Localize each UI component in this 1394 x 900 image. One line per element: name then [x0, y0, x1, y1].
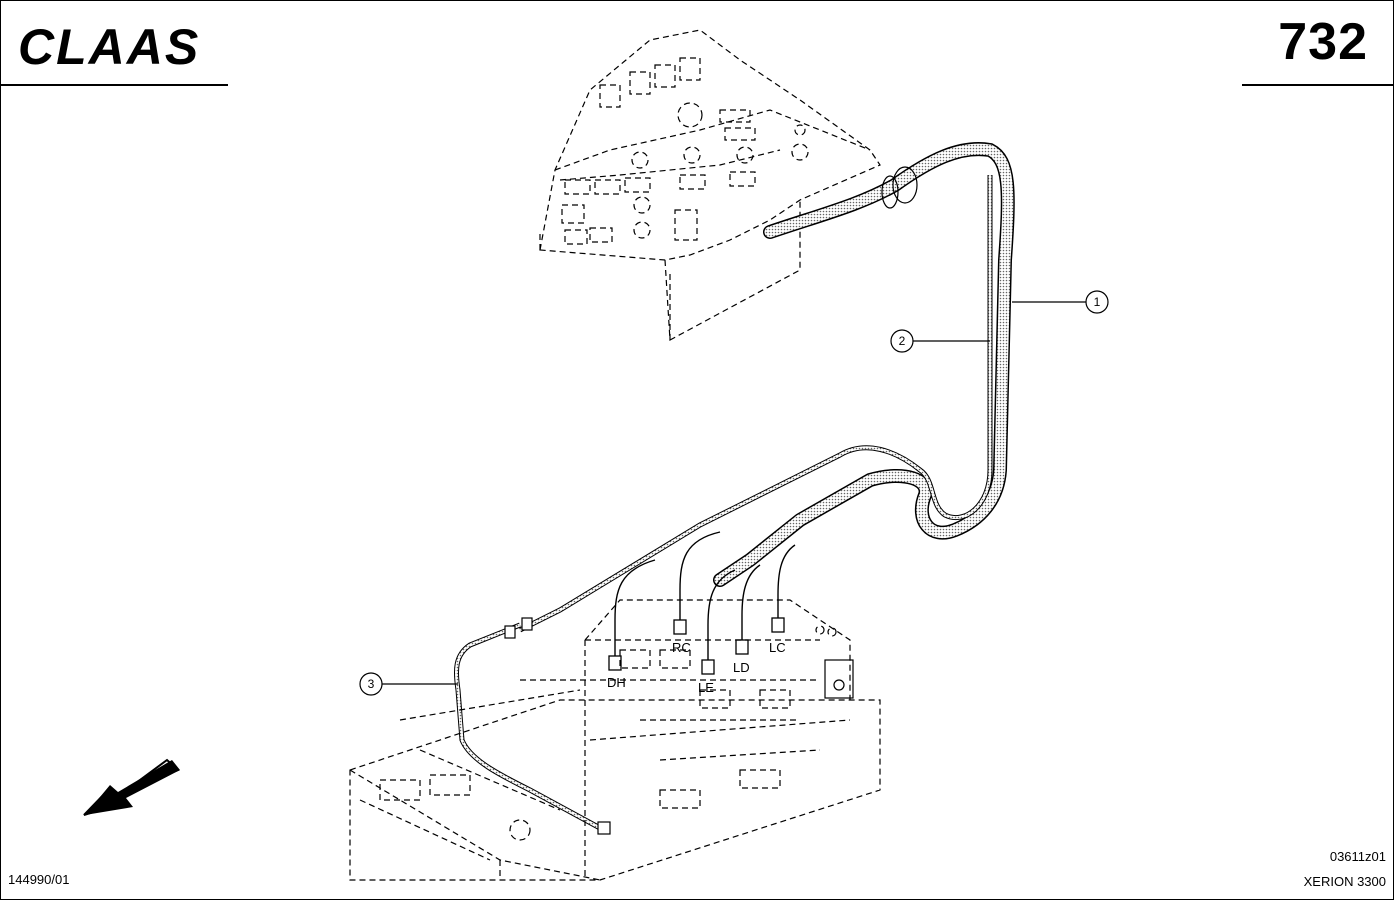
connector-label-lc: LC: [769, 640, 786, 655]
control-panel: [539, 29, 881, 341]
callout-2: 2: [890, 329, 990, 353]
callout-3: 3: [359, 672, 458, 696]
connector-label-le: LE: [698, 680, 714, 695]
page-number-rule: [1242, 84, 1394, 86]
harness-2: [518, 175, 993, 633]
panel-switch-grid: [561, 57, 809, 245]
logo-rule: [0, 84, 228, 86]
claas-logo: CLAAS: [18, 19, 200, 72]
lower-unit: [349, 599, 881, 881]
document-id: 144990/01: [8, 872, 70, 887]
harness-1: [713, 142, 1015, 587]
connector-label-rc: RC: [672, 640, 691, 655]
callout-3-label: 3: [368, 677, 375, 691]
arrow-icon: [83, 758, 180, 816]
page-number: 732: [1278, 13, 1368, 71]
callout-1: 1: [1012, 290, 1109, 314]
brand-text: CLAAS: [18, 19, 200, 72]
callout-1-label: 1: [1094, 295, 1101, 309]
connector-label-dh: DH: [607, 675, 626, 690]
harness-3: [454, 617, 611, 835]
model-name: XERION 3300: [1303, 874, 1386, 889]
callout-2-label: 2: [899, 334, 906, 348]
drawing-code: 03611z01: [1329, 849, 1386, 864]
harness-branches: [608, 531, 796, 675]
connector-label-ld: LD: [733, 660, 750, 675]
